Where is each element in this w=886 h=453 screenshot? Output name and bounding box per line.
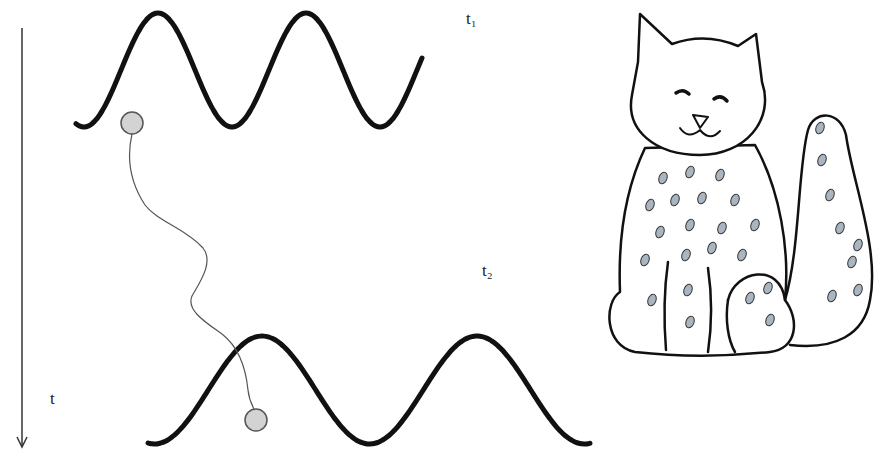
wave-curve bbox=[148, 336, 590, 444]
cat-spot bbox=[646, 293, 658, 307]
cat-spot bbox=[749, 218, 761, 232]
cat-spot bbox=[852, 283, 864, 297]
cat-spot bbox=[729, 193, 741, 207]
cat-spot bbox=[657, 171, 669, 185]
cat-spot bbox=[716, 221, 728, 235]
time-axis-line bbox=[21, 28, 23, 446]
cat-spot bbox=[824, 188, 836, 202]
particle bbox=[245, 409, 267, 431]
cat-spot bbox=[696, 191, 708, 205]
time-axis bbox=[17, 28, 27, 447]
wave-curve bbox=[76, 13, 422, 127]
time-label: t₂ bbox=[482, 262, 493, 281]
cat-spot bbox=[714, 168, 726, 182]
time-label: t bbox=[50, 390, 55, 409]
cat-spot bbox=[654, 225, 666, 239]
cat-leg bbox=[665, 262, 668, 350]
cat-head bbox=[631, 14, 765, 155]
cat-nose bbox=[693, 115, 708, 128]
cat-leg bbox=[727, 300, 735, 352]
cat-spot bbox=[764, 313, 776, 327]
particle bbox=[121, 112, 143, 134]
cat-spot bbox=[744, 291, 756, 305]
cat-spot bbox=[834, 221, 846, 235]
cat-spot bbox=[684, 165, 696, 179]
cat-spot bbox=[706, 241, 718, 255]
cat-spot bbox=[669, 193, 681, 207]
particle-trajectory bbox=[130, 134, 254, 409]
cat-spot bbox=[762, 281, 774, 295]
cat-spots bbox=[639, 121, 864, 329]
cat-haunch bbox=[728, 274, 785, 300]
cat-eye bbox=[676, 91, 689, 94]
cat-spot bbox=[684, 218, 696, 232]
cat-spot bbox=[852, 238, 864, 252]
time-label: t₁ bbox=[466, 10, 477, 29]
cat-eye bbox=[714, 97, 727, 101]
cat-tail bbox=[785, 116, 872, 346]
cat-spot bbox=[816, 153, 828, 167]
cat-mouth bbox=[680, 128, 720, 136]
cat-spot bbox=[639, 253, 651, 267]
cat-spot bbox=[684, 315, 696, 329]
cat-leg bbox=[708, 268, 711, 352]
cat-spot bbox=[826, 289, 838, 303]
cat-drawing bbox=[609, 14, 872, 356]
cat-spot bbox=[682, 283, 694, 297]
cat-spot bbox=[736, 248, 748, 262]
time-axis-arrowhead bbox=[17, 437, 27, 447]
cat-spot bbox=[846, 255, 858, 269]
cat-body bbox=[609, 145, 794, 356]
cat-spot bbox=[644, 198, 656, 212]
cat-spot bbox=[814, 121, 826, 135]
cat-spot bbox=[680, 248, 692, 262]
